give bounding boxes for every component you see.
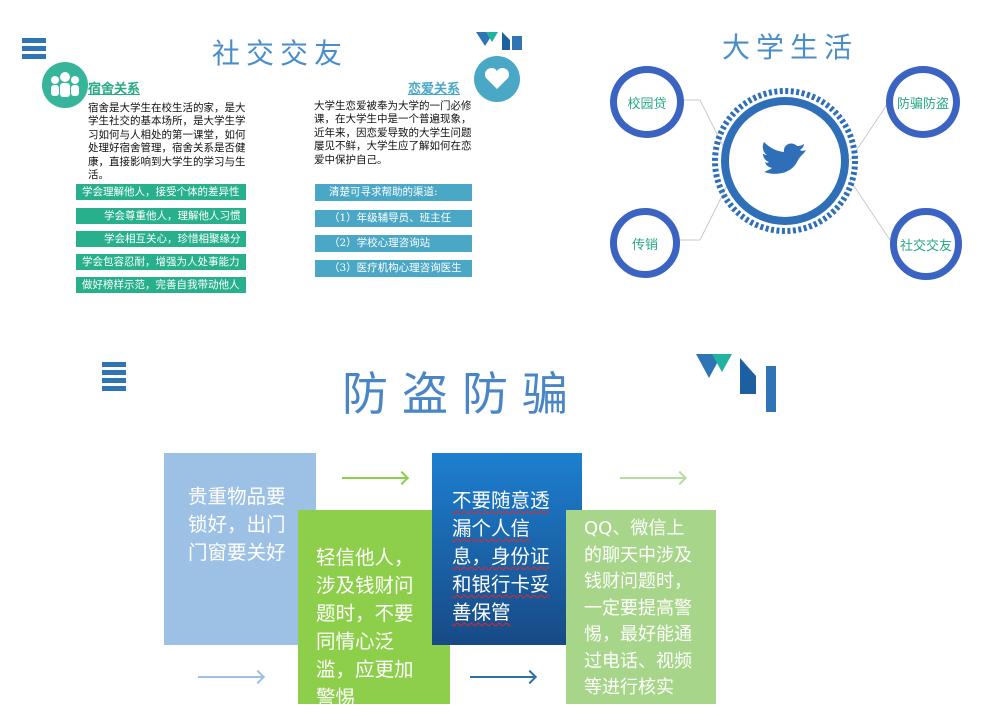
node-social[interactable]: 社交交友 [890,208,962,280]
love-heading: 恋爱关系 [408,82,461,97]
dorm-tip: 学会包容忍耐，增强为人处事能力 [76,254,246,270]
page-title: 社交交友 [212,37,349,70]
theft-title: 防盗防骗 [342,367,582,421]
life-title: 大学生活 [722,31,859,64]
dorm-text: 宿舍是大学生在校生活的家，是大学生社交的基本场所，是大学生学习如何与人相处的第一… [88,102,246,182]
dorm-tip: 学会尊重他人，理解他人习惯 [76,208,246,224]
love-help-item: （3）医疗机构心理咨询医生 [315,260,472,277]
tip-box-lock: 贵重物品要锁好，出门门窗要关好 [164,453,316,645]
dorm-heading: 宿舍关系 [88,82,141,97]
dorm-tip: 做好榜样示范，完善自我带动他人 [76,277,246,293]
node-campus-loan[interactable]: 校园贷 [610,66,684,138]
tip-box-chat: QQ、微信上的聊天中涉及钱财问题时，一定要提高警惕，最好能通过电话、视频等进行核… [566,510,716,704]
arrow-icon [342,477,406,479]
node-pyramid-scheme[interactable]: 传销 [610,208,680,278]
dorm-tip: 学会相互关心，珍惜相聚缘分 [76,231,246,247]
menu-icon[interactable] [102,362,126,394]
arrow-icon [620,477,684,479]
love-help-item: （1）年级辅导员、班主任 [315,210,472,227]
love-text: 大学生恋爱被奉为大学的一门必修课，在大学生中是一个普遍现象，近年来，因恋爱导致的… [314,100,472,166]
love-help-item: （2）学校心理咨询站 [315,235,472,252]
tip-box-privacy-text: 不要随意透漏个人信息，身份证和银行卡妥善保管 [452,489,550,624]
love-help-header: 清楚可寻求帮助的渠道: [315,184,472,201]
dorm-tip: 学会理解他人，接受个体的差异性 [76,184,246,200]
logo-icon [476,32,522,50]
node-anti-fraud[interactable]: 防骗防盗 [886,66,960,138]
people-icon [42,62,88,108]
tip-box-privacy: 不要随意透漏个人信息，身份证和银行卡妥善保管 [432,453,582,645]
menu-icon[interactable] [22,38,46,62]
arrow-icon [198,676,262,678]
tip-box-trust: 轻信他人，涉及钱财问题时，不要同情心泛滥，应更加警惕 [298,510,450,709]
heart-icon [474,56,520,102]
twitter-bird-icon [712,88,858,234]
logo-icon [696,354,776,412]
arrow-icon [470,676,534,678]
